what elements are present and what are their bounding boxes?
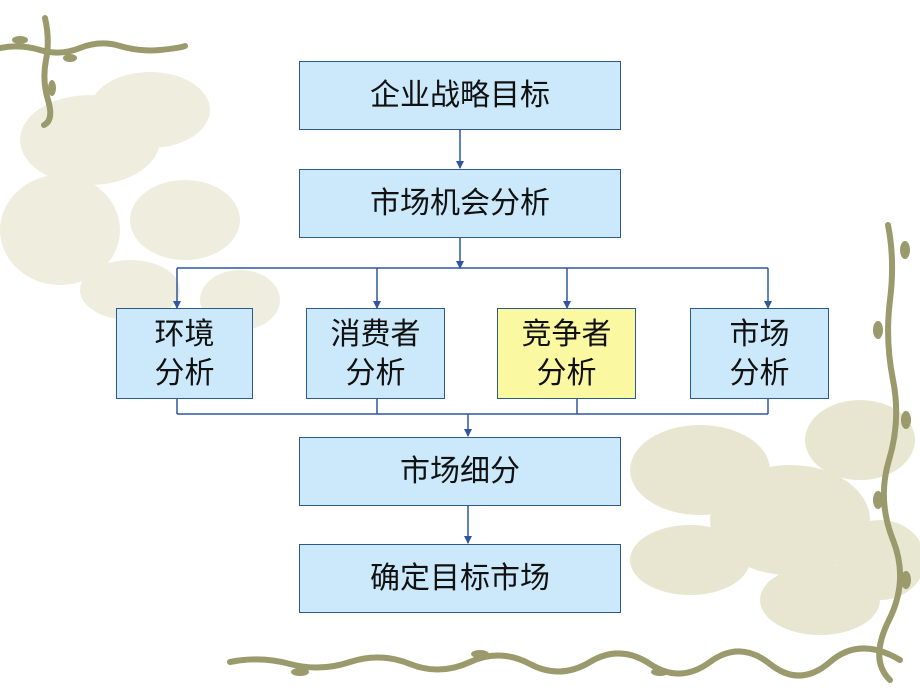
node-competitor-analysis: 竞争者 分析 xyxy=(497,308,636,399)
node-consumer-analysis: 消费者 分析 xyxy=(306,308,445,399)
node-market-segmentation: 市场细分 xyxy=(299,437,621,506)
node-target-market-selection: 确定目标市场 xyxy=(299,544,621,613)
node-corporate-strategy-goal: 企业战略目标 xyxy=(299,61,621,130)
vine-leaves xyxy=(12,36,911,676)
node-market-analysis: 市场 分析 xyxy=(690,308,829,399)
floral-watermark-top-left xyxy=(0,72,280,330)
floral-watermark-bottom-right xyxy=(630,400,920,635)
node-market-opportunity-analysis: 市场机会分析 xyxy=(299,169,621,238)
vine-border xyxy=(0,15,904,683)
node-environment-analysis: 环境 分析 xyxy=(116,308,253,399)
